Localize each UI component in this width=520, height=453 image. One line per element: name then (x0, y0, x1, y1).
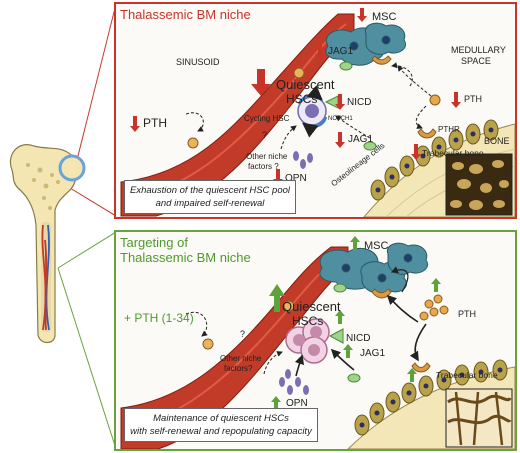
femoral-head (58, 154, 86, 182)
zoom-line-bottom-green (57, 267, 115, 448)
label-hscs-bottom: HSCs (292, 314, 324, 328)
msc-cluster-bottom (319, 242, 428, 294)
caption-top-1: Exhaustion of the quiescent HSC pool (129, 185, 290, 196)
panel-title-top: Thalassemic BM niche (120, 7, 251, 22)
pth-molecule (429, 94, 441, 106)
panel-thalassemic-niche: Thalassemic BM niche MSC JAG1 MEDULLARY … (114, 2, 517, 219)
label-space: SPACE (461, 56, 491, 66)
receptor-msc (371, 55, 392, 65)
label-msc-bottom: MSC (364, 240, 389, 252)
label-factors-bottom: factors? (224, 364, 253, 373)
zoom-line-bottom-red (69, 187, 115, 216)
label-question-bottom: ? (240, 329, 246, 339)
zoom-line-top-green (57, 232, 115, 269)
label-other-niche-top: Other niche (246, 152, 288, 161)
label-pth-right-bottom: PTH (458, 309, 476, 319)
label-sinusoid: SINUSOID (176, 57, 220, 67)
quiescent-hsc-cluster (285, 318, 330, 364)
caption-top-2: and impaired self-renewal (155, 198, 265, 209)
label-nicd-bottom: NICD (346, 333, 371, 344)
notch1-receptor (324, 95, 339, 109)
rbc-b2 (202, 338, 214, 350)
label-pth-right: PTH (464, 94, 482, 104)
jag1-ligand-osteo (363, 141, 377, 151)
femur-illustration (9, 5, 115, 448)
label-nicd: NICD (347, 97, 372, 108)
caption-box-bottom: Maintenance of quiescent HSCs with self-… (124, 408, 318, 442)
label-medullary: MEDULLARY (451, 45, 506, 55)
caption-bottom-2: with self-renewal and repopulating capac… (130, 426, 312, 437)
notch-receptor-bottom (328, 328, 344, 344)
rbc-2 (187, 137, 199, 149)
receptor-msc-bottom (371, 288, 392, 299)
label-jag1-osteo: JAG1 (348, 134, 374, 145)
rbc-b1 (283, 300, 295, 312)
label-trabecular-top: Trabecular bone (422, 148, 484, 158)
top-panel-art (120, 8, 515, 217)
increase-arrows (269, 236, 441, 410)
sinusoid-vessel (120, 13, 355, 217)
label-question-top: ? (262, 130, 268, 140)
label-pth-treatment: + PTH (1-34) (124, 311, 194, 325)
caption-box-top: Exhaustion of the quiescent HSC pool and… (124, 180, 296, 214)
panel-targeting-niche: Targeting of Thalassemic BM niche MSC Qu… (114, 230, 517, 451)
label-quiescent: Quiescent (276, 77, 335, 92)
label-pthr: PTHR (438, 125, 460, 134)
label-factors-top: factors ? (248, 162, 279, 171)
femur-vessels (41, 224, 50, 331)
panel-title-bottom-1: Targeting of (120, 235, 188, 250)
jag1-ligand-top (339, 61, 353, 71)
msc-cluster (325, 22, 406, 66)
caption-bottom-1: Maintenance of quiescent HSCs (153, 413, 289, 424)
label-opn-bottom: OPN (286, 398, 308, 409)
jag1-ligand-msc-bottom (333, 283, 347, 293)
label-notch1: NOTCH1 (328, 116, 353, 122)
jag1-ligand-osteo-bottom (347, 373, 361, 383)
label-pth: PTH (143, 116, 167, 130)
sinusoid-vessel-bottom (120, 246, 349, 449)
label-trabecular-bottom: Trabecular bone (436, 370, 498, 380)
label-cycling-hsc: Cycling HSC (244, 114, 290, 123)
label-hscs: HSCs (286, 92, 318, 106)
pthr-receptor (417, 128, 437, 139)
label-opn-top: OPN (285, 173, 307, 184)
opn-molecules-bottom (279, 369, 309, 395)
pth-molecules-bottom (419, 294, 449, 321)
label-bone: BONE (484, 136, 510, 146)
label-quiescent-bottom: Quiescent (282, 299, 341, 314)
bottom-panel-art (120, 236, 515, 449)
label-msc: MSC (372, 11, 397, 23)
rbc-1 (293, 67, 305, 79)
pthr-receptor-bottom (411, 362, 431, 373)
panel-title-bottom-2: Thalassemic BM niche (120, 250, 251, 265)
label-jag1-top: JAG1 (328, 46, 354, 57)
opn-molecules (293, 151, 313, 169)
label-jag1-bottom: JAG1 (360, 348, 386, 359)
label-other-niche-bottom: Other niche (220, 354, 262, 363)
